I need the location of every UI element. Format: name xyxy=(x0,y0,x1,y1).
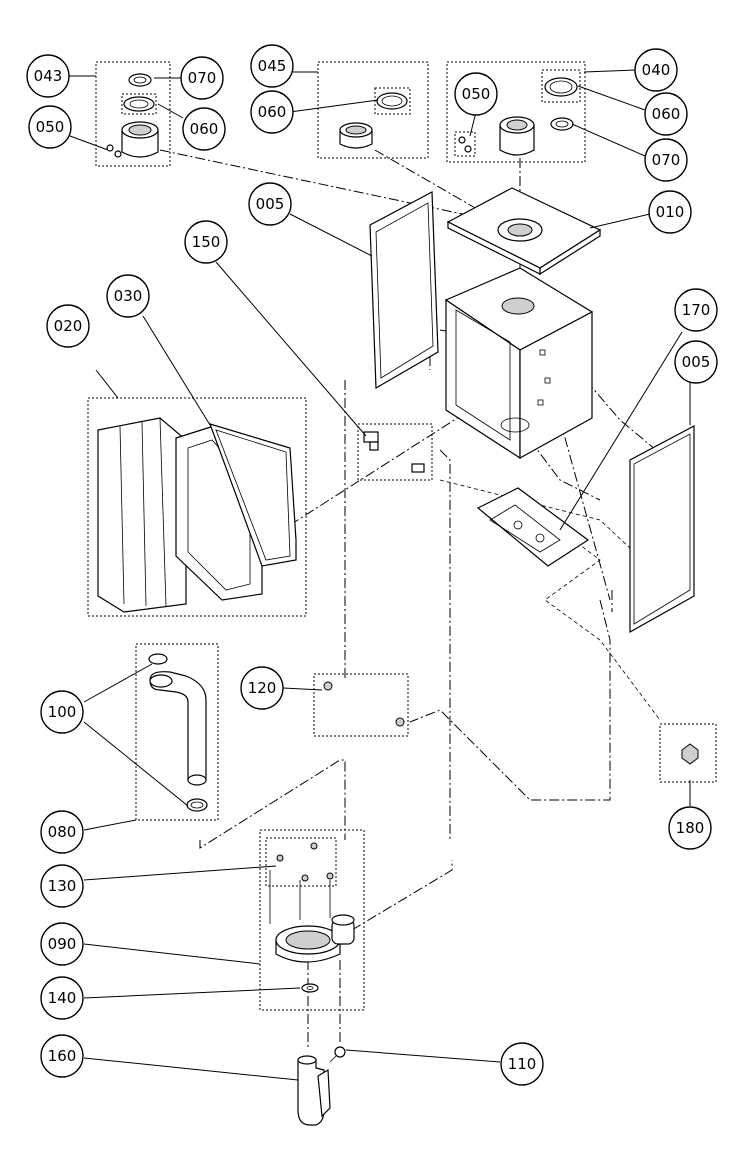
callout-120: 120 xyxy=(240,666,284,710)
callout-180: 180 xyxy=(668,806,712,850)
callout-050-left: 050 xyxy=(28,105,72,149)
group-box-043 xyxy=(95,61,171,167)
svg-text:050: 050 xyxy=(462,85,491,103)
svg-text:130: 130 xyxy=(48,877,77,895)
nut-180 xyxy=(681,743,699,765)
callout-140: 140 xyxy=(40,976,84,1020)
callout-170: 170 xyxy=(674,288,718,332)
svg-text:045: 045 xyxy=(258,57,287,75)
svg-text:060: 060 xyxy=(190,120,219,138)
svg-text:070: 070 xyxy=(652,151,681,169)
dashed-link-170 xyxy=(439,479,631,549)
svg-text:030: 030 xyxy=(114,287,143,305)
flue-adaptor-045 xyxy=(339,87,411,149)
chassis-frame xyxy=(444,267,594,460)
svg-text:005: 005 xyxy=(682,353,711,371)
group-box-090 xyxy=(259,829,365,1011)
mounting-bracket-170 xyxy=(476,487,590,567)
svg-text:080: 080 xyxy=(48,823,77,841)
callout-060-middle: 060 xyxy=(250,90,294,134)
svg-text:060: 060 xyxy=(652,105,681,123)
callout-045: 045 xyxy=(250,44,294,88)
drain-fitting-160 xyxy=(297,1055,331,1126)
side-panel-005-left xyxy=(369,191,439,390)
callout-090: 090 xyxy=(40,922,84,966)
group-box-150 xyxy=(357,423,433,481)
svg-text:150: 150 xyxy=(192,233,221,251)
callout-050-right: 050 xyxy=(454,72,498,116)
callout-110: 110 xyxy=(500,1042,544,1086)
callout-030: 030 xyxy=(106,274,150,318)
group-box-045 xyxy=(317,61,429,159)
callout-020: 020 xyxy=(46,304,90,348)
svg-text:020: 020 xyxy=(54,317,83,335)
svg-text:010: 010 xyxy=(656,203,685,221)
group-box-040 xyxy=(446,61,586,163)
svg-text:170: 170 xyxy=(682,301,711,319)
leader-lines xyxy=(69,69,691,1081)
svg-text:140: 140 xyxy=(48,989,77,1007)
svg-text:100: 100 xyxy=(48,703,77,721)
svg-text:060: 060 xyxy=(258,103,287,121)
svg-text:180: 180 xyxy=(676,819,705,837)
group-box-020 xyxy=(87,397,307,617)
callout-040: 040 xyxy=(634,48,678,92)
callout-010: 010 xyxy=(648,190,692,234)
svg-text:005: 005 xyxy=(256,195,285,213)
callout-005-right: 005 xyxy=(674,340,718,384)
svg-text:070: 070 xyxy=(188,69,217,87)
group-box-130 xyxy=(265,837,337,887)
callout-130: 130 xyxy=(40,864,84,908)
svg-text:043: 043 xyxy=(34,67,63,85)
flue-adaptor-040 xyxy=(454,69,581,157)
svg-text:120: 120 xyxy=(248,679,277,697)
svg-text:050: 050 xyxy=(36,118,65,136)
callout-060-left: 060 xyxy=(182,107,226,151)
burner-base-090 xyxy=(275,914,355,963)
group-box-120 xyxy=(313,673,409,737)
callout-070-left: 070 xyxy=(180,56,224,100)
callout-100: 100 xyxy=(40,690,84,734)
plug-110 xyxy=(329,1046,346,1063)
flue-adaptor-043 xyxy=(106,73,159,158)
svg-text:110: 110 xyxy=(508,1055,537,1073)
callout-005-left: 005 xyxy=(248,182,292,226)
top-cover-010 xyxy=(446,187,602,276)
clips-150 xyxy=(363,431,425,473)
callout-043: 043 xyxy=(26,54,70,98)
group-box-180 xyxy=(659,723,717,783)
front-panel-020 xyxy=(97,417,297,613)
svg-text:040: 040 xyxy=(642,61,671,79)
dashed-link-180 xyxy=(544,529,661,721)
condensate-pipe-080 xyxy=(148,653,208,812)
washer-140 xyxy=(301,983,319,993)
callout-070-right: 070 xyxy=(644,138,688,182)
group-box-080 xyxy=(135,643,219,821)
callout-060-right: 060 xyxy=(644,92,688,136)
screws-120 xyxy=(323,681,405,727)
callout-160: 160 xyxy=(40,1034,84,1078)
side-panel-005-right xyxy=(629,425,695,634)
svg-text:090: 090 xyxy=(48,935,77,953)
callout-080: 080 xyxy=(40,810,84,854)
svg-text:160: 160 xyxy=(48,1047,77,1065)
screws-130 xyxy=(269,842,334,924)
callout-150: 150 xyxy=(184,220,228,264)
assembly-lines xyxy=(159,140,691,1050)
